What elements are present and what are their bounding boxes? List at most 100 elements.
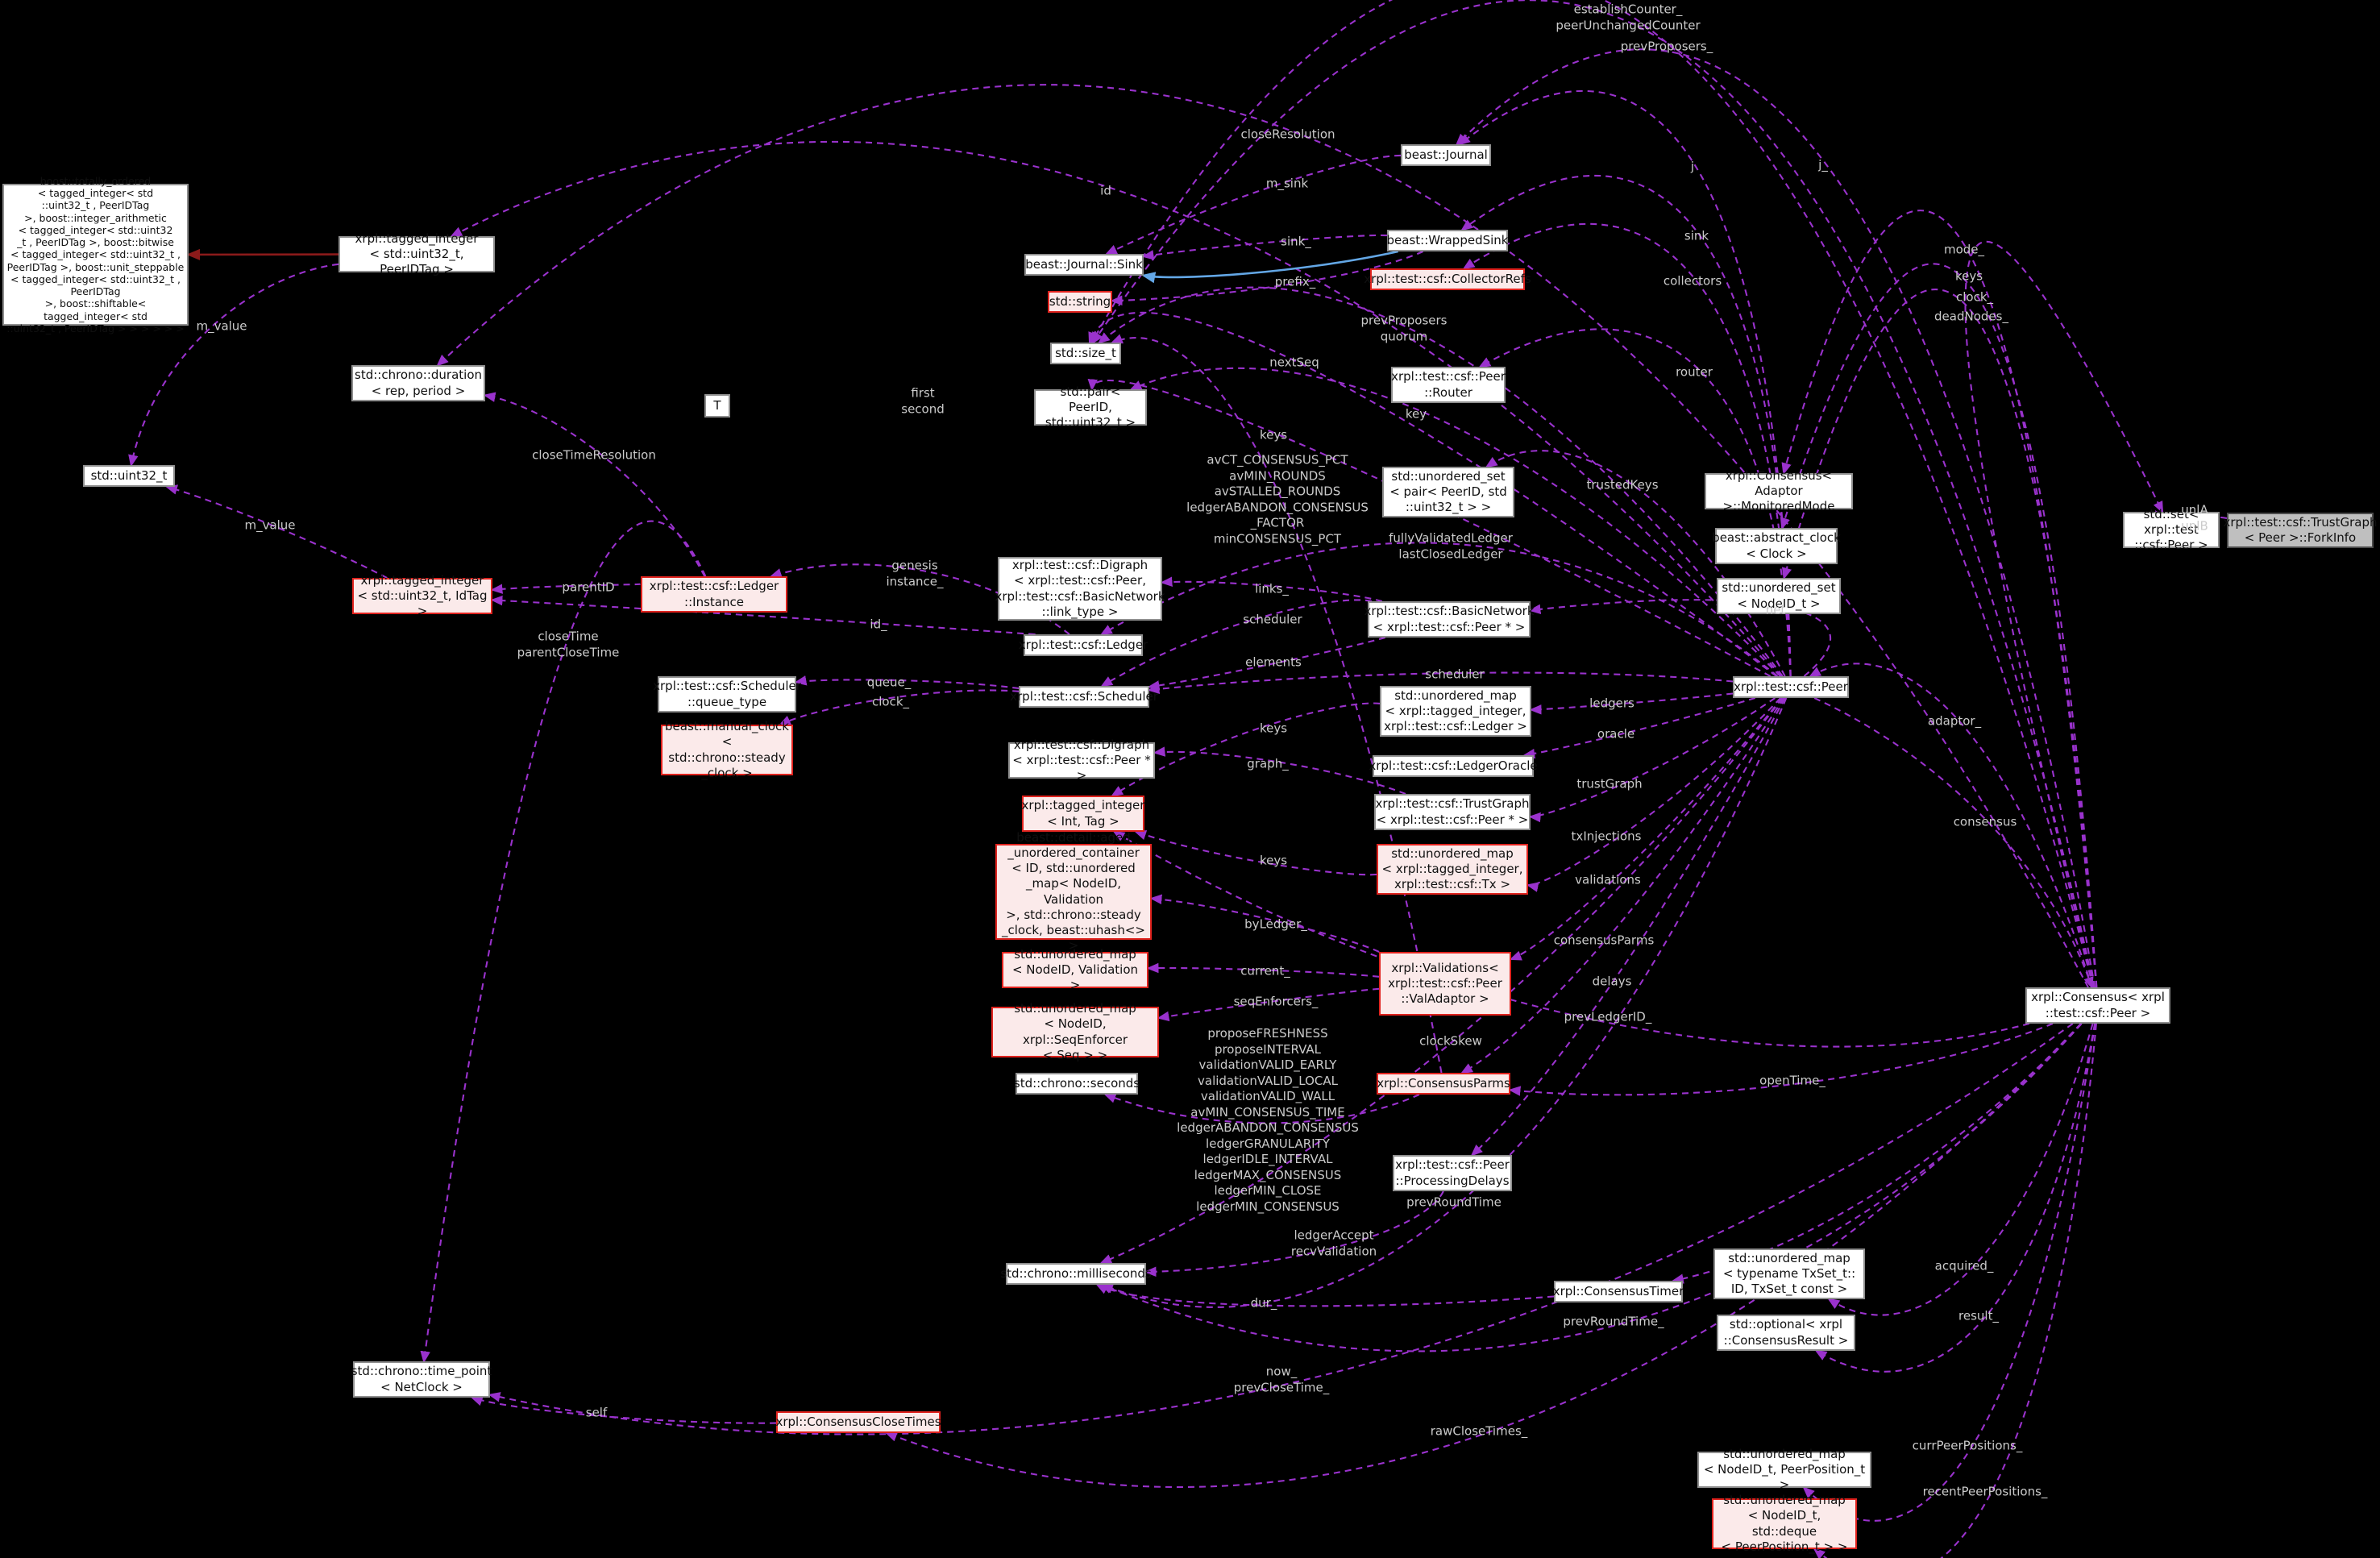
edge-peer-scheduler bbox=[1147, 671, 1734, 695]
edge-peer-umap_tx bbox=[1526, 697, 1781, 892]
node-instance[interactable]: xrpl::test::csf::Ledger ::Instance bbox=[641, 576, 787, 613]
node-manual_clock[interactable]: beast::manual_clock < std::chrono::stead… bbox=[661, 719, 793, 780]
node-boost[interactable]: boost::totally_ordered < tagged_integer<… bbox=[2, 175, 189, 334]
edge-consensus-umap_txset bbox=[1827, 1023, 2094, 1316]
node-router[interactable]: xrpl::test::csf::Peer ::Router bbox=[1391, 367, 1506, 403]
node-seconds[interactable]: std::chrono::seconds bbox=[1014, 1073, 1140, 1095]
edge-peer-sizet bbox=[1088, 311, 1777, 677]
node-closetimes[interactable]: xrpl::ConsensusCloseTimes bbox=[775, 1411, 941, 1433]
edge-peer-oracle bbox=[1522, 696, 1756, 759]
node-umap_pp[interactable]: std::unordered_map < NodeID_t, PeerPosit… bbox=[1697, 1447, 1871, 1492]
node-pair[interactable]: std::pair< PeerID, std::uint32_t > bbox=[1034, 384, 1147, 430]
node-optional[interactable]: std::optional< xrpl ::ConsensusResult > bbox=[1717, 1315, 1855, 1351]
node-forkinfo[interactable]: xrpl::test::csf::TrustGraph < Peer >::Fo… bbox=[2224, 513, 2378, 548]
edge-instance-duration bbox=[483, 392, 706, 577]
node-uset_node[interactable]: std::unordered_set < NodeID_t > bbox=[1717, 578, 1841, 614]
node-digraph_star[interactable]: xrpl::test::csf::Digraph < xrpl::test::c… bbox=[1008, 737, 1155, 783]
edge-closetimes-timepoint bbox=[470, 1396, 777, 1424]
node-umap_seq[interactable]: std::unordered_map < NodeID, xrpl::SeqEn… bbox=[991, 1001, 1159, 1062]
node-ledger[interactable]: xrpl::test::csf::Ledger bbox=[1019, 634, 1148, 656]
edge-basicnetwork-scheduler bbox=[1147, 636, 1385, 691]
edge-consensus-parms bbox=[1508, 1023, 2054, 1096]
edge-peer-pair bbox=[1087, 379, 1772, 677]
node-sizet[interactable]: std::size_t bbox=[1050, 343, 1121, 364]
node-jsink[interactable]: beast::Journal::Sink bbox=[1024, 254, 1144, 276]
edge-consensus-sizet bbox=[1090, 0, 2095, 988]
edge-peer-millis bbox=[1099, 697, 1784, 1264]
node-ti_peerid[interactable]: xrpl::tagged_integer < std::uint32_t, Pe… bbox=[339, 231, 495, 276]
edge-journal-jsink bbox=[1104, 154, 1402, 256]
node-journal[interactable]: beast::Journal bbox=[1401, 144, 1491, 166]
edge-consensus-closetimes bbox=[884, 1023, 2082, 1488]
node-timepoint[interactable]: std::chrono::time_point < NetClock > bbox=[351, 1361, 492, 1398]
edge-consensus-journal bbox=[1455, 48, 2096, 988]
edge-consensus-sizet bbox=[1091, 0, 2095, 988]
node-basicnetwork[interactable]: xrpl::test::csf::BasicNetwork < xrpl::te… bbox=[1364, 601, 1535, 638]
node-peer[interactable]: xrpl::test::csf::Peer bbox=[1733, 676, 1849, 698]
node-delays_box[interactable]: xrpl::test::csf::Peer ::ProcessingDelays bbox=[1393, 1155, 1512, 1191]
edge-consensus-uset_node bbox=[1781, 289, 2098, 988]
node-digraph_link[interactable]: xrpl::test::csf::Digraph < xrpl::test::c… bbox=[995, 557, 1165, 621]
node-timer[interactable]: xrpl::ConsensusTimer bbox=[1553, 1281, 1684, 1302]
edge-peer-ledger bbox=[1099, 542, 1779, 677]
edge-wrappedsink-jsink bbox=[1141, 250, 1398, 284]
edge-instance-timepoint bbox=[420, 520, 707, 1364]
node-uset_pair[interactable]: std::unordered_set < pair< PeerID, std :… bbox=[1382, 467, 1514, 517]
node-ti_idtag[interactable]: xrpl::tagged_integer < std::uint32_t, Id… bbox=[352, 573, 492, 618]
node-umap_validation[interactable]: std::unordered_map < NodeID, Validation … bbox=[1002, 947, 1148, 992]
node-aged[interactable]: beast::detail::aged _unordered_container… bbox=[995, 830, 1152, 953]
node-queue_type[interactable]: xrpl::test::csf::Scheduler ::queue_type bbox=[653, 676, 801, 713]
edge-delays_box-millis bbox=[1144, 1190, 1444, 1278]
node-trustgraph_star[interactable]: xrpl::test::csf::TrustGraph < xrpl::test… bbox=[1374, 794, 1531, 830]
edge-scheduler-queue_type bbox=[794, 675, 1020, 690]
node-umap_deque[interactable]: std::unordered_map < NodeID_t, std::dequ… bbox=[1712, 1493, 1857, 1554]
edge-peer-millis bbox=[1100, 697, 1788, 1308]
node-collectorrefs[interactable]: xrpl::test::csf::CollectorRefs bbox=[1364, 268, 1531, 290]
edge-trustgraph_star-digraph_star bbox=[1153, 746, 1406, 795]
edge-peer-consensus bbox=[1813, 697, 2094, 990]
node-millis[interactable]: std::chrono::milliseconds bbox=[1000, 1263, 1152, 1285]
node-monitored[interactable]: xrpl::Consensus< Adaptor >::MonitoredMod… bbox=[1705, 468, 1853, 513]
edge-consensus-umap_deque bbox=[1813, 1023, 2097, 1558]
node-scheduler[interactable]: xrpl::test::csf::Scheduler bbox=[1010, 686, 1158, 708]
edge-consensus-optional bbox=[1814, 1023, 2096, 1373]
edge-validations-umap_validation bbox=[1146, 962, 1380, 978]
edge-parms-seconds bbox=[1103, 1093, 1420, 1124]
edge-validations-aged bbox=[1149, 894, 1380, 953]
edge-peer-ti_peerid bbox=[450, 140, 1783, 677]
edge-consensus-timer bbox=[1671, 1023, 2082, 1284]
edge-peer-delays_box bbox=[1470, 697, 1786, 1157]
node-consensus[interactable]: xrpl::Consensus< xrpl ::test::csf::Peer … bbox=[2025, 987, 2170, 1024]
node-wrappedsink[interactable]: beast::WrappedSink bbox=[1387, 230, 1508, 251]
node-umap_ledger[interactable]: std::unordered_map < xrpl::tagged_intege… bbox=[1380, 686, 1531, 737]
edge-peer-validations bbox=[1509, 697, 1783, 961]
edge-wrappedsink-string bbox=[1110, 251, 1424, 306]
node-ti_int_tag[interactable]: xrpl::tagged_integer < Int, Tag > bbox=[1022, 796, 1144, 832]
edge-consensus-peer bbox=[1809, 663, 2093, 988]
edge-peer-router bbox=[1478, 328, 1792, 677]
node-duration[interactable]: std::chrono::duration < rep, period > bbox=[351, 365, 485, 401]
node-set_peer[interactable]: std::set< xrpl::test ::csf::Peer > bbox=[2123, 507, 2220, 552]
edge-umap_tx-ti_int_tag bbox=[1134, 830, 1377, 876]
edge-basicnetwork-digraph_link bbox=[1160, 576, 1383, 603]
edge-peer-trustgraph_star bbox=[1528, 697, 1776, 823]
node-oracle[interactable]: xrpl::test::csf::LedgerOracle bbox=[1369, 755, 1538, 777]
edge-consensus-millis bbox=[1099, 1023, 2083, 1352]
edge-scheduler-manual_clock bbox=[778, 689, 1020, 726]
edge-consensus-timepoint bbox=[488, 1023, 2074, 1435]
node-umap_tx[interactable]: std::unordered_map < xrpl::tagged_intege… bbox=[1377, 844, 1528, 895]
node-parms[interactable]: xrpl::ConsensusParms bbox=[1377, 1073, 1510, 1095]
node-validations[interactable]: xrpl::Validations< xrpl::test::csf::Peer… bbox=[1379, 952, 1511, 1016]
edge-ledger-instance bbox=[769, 563, 1070, 635]
edge-consensus-absclock bbox=[1780, 263, 2098, 988]
node-tbox[interactable]: T bbox=[704, 394, 730, 418]
node-umap_txset[interactable]: std::unordered_map < typename TxSet_t:: … bbox=[1713, 1248, 1865, 1299]
node-absclock[interactable]: beast::abstract_clock < Clock > bbox=[1712, 528, 1841, 564]
edge-instance-ti_idtag bbox=[490, 583, 642, 594]
node-string[interactable]: std::string bbox=[1048, 291, 1112, 313]
edge-ti_idtag-uint32 bbox=[164, 484, 388, 579]
node-uint32[interactable]: std::uint32_t bbox=[83, 465, 175, 487]
edge-wrappedsink-jsink bbox=[1141, 234, 1388, 260]
